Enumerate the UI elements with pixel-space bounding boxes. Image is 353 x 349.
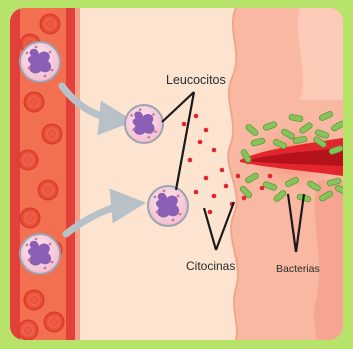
cytokine-dot [194,114,199,119]
cytokine-dot [224,184,229,189]
leukocyte-in-vessel-bottom [20,234,60,274]
vessel-wall-right [66,8,75,340]
cytokine-dot [204,176,209,181]
red-blood-cell [38,180,58,200]
cytokine-dot [220,168,225,173]
cytokine-dot [204,128,209,133]
vessel-outer-membrane [75,8,80,340]
red-blood-cell [20,208,40,228]
cytokine-dot [208,210,213,215]
vessel-wall-left [10,8,20,340]
cytokine-dot [242,196,247,201]
leukocyte-in-tissue-bottom [148,186,188,226]
cytokine-dot [236,174,241,179]
leukocyte-in-tissue-top [125,105,163,143]
label-bacterias: Bacterias [276,263,320,275]
red-blood-cell [24,92,44,112]
cytokine-dot [212,194,217,199]
skin-highlight [298,8,343,100]
cytokine-dot [182,122,187,127]
leukocyte-in-vessel-top [20,42,60,82]
red-blood-cell [18,150,38,170]
red-blood-cell [18,320,38,340]
red-blood-cell [44,312,64,332]
cytokine-dot [198,140,203,145]
diagram-panel: Leucocitos Citocinas Bacterias [10,8,352,340]
red-blood-cell [40,14,60,34]
label-leucocitos: Leucocitos [166,73,226,87]
red-blood-cell [42,124,62,144]
cytokine-dot [194,190,199,195]
red-blood-cell [24,290,44,310]
cytokine-dot [188,158,193,163]
cytokine-dot [268,174,273,179]
cytokine-dot [212,148,217,153]
label-citocinas: Citocinas [186,259,235,273]
